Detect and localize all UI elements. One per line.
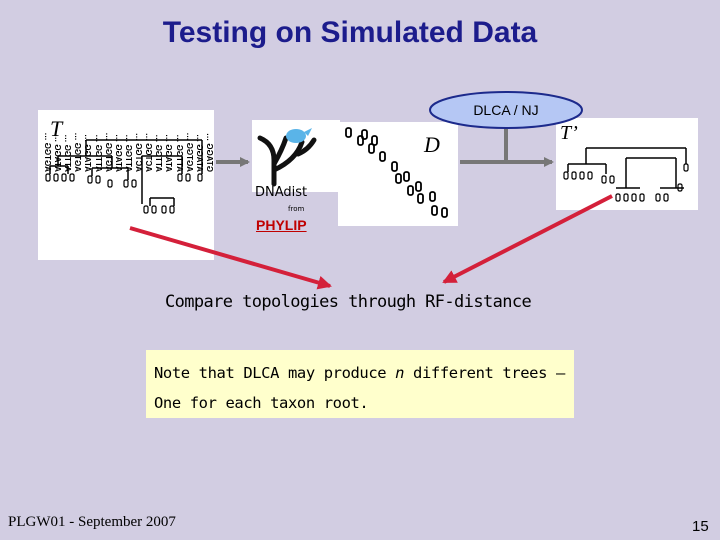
note-line-1-prefix: Note that DLCA may produce bbox=[154, 364, 396, 382]
true-tree-graphic bbox=[45, 139, 203, 214]
page-number: 15 bbox=[692, 518, 709, 535]
note-line-1-suffix: different trees – bbox=[404, 364, 565, 382]
from-label: from bbox=[288, 205, 305, 213]
arrow-reconstructed-tree-to-compare bbox=[442, 194, 613, 284]
method-label: DLCA / NJ bbox=[473, 102, 539, 118]
reconstructed-tree-label: T’ bbox=[560, 122, 578, 144]
note-line-2: One for each taxon root. bbox=[154, 394, 369, 412]
note-box: Note that DLCA may produce n different t… bbox=[146, 350, 574, 418]
reconstructed-tree-graphic bbox=[563, 147, 689, 202]
distance-matrix-graphic bbox=[345, 127, 448, 218]
phylip-link[interactable]: PHYLIP bbox=[256, 217, 307, 233]
method-oval bbox=[429, 91, 583, 129]
distance-matrix-label: D bbox=[424, 132, 440, 157]
true-tree-panel bbox=[38, 110, 214, 260]
slide-title: Testing on Simulated Data bbox=[162, 16, 538, 49]
comparison-caption: Compare topologies through RF-distance bbox=[165, 292, 532, 312]
footer-text: PLGW01 - September 2007 bbox=[8, 514, 176, 530]
arrow-true-tree-to-compare bbox=[129, 226, 332, 290]
note-italic-n: n bbox=[395, 364, 405, 382]
true-tree-label: T bbox=[50, 116, 63, 141]
phylip-tree-logo-icon bbox=[257, 128, 317, 187]
note-line-1: Note that DLCA may produce n different t… bbox=[154, 364, 565, 382]
dnadist-label: DNAdist bbox=[255, 185, 308, 200]
